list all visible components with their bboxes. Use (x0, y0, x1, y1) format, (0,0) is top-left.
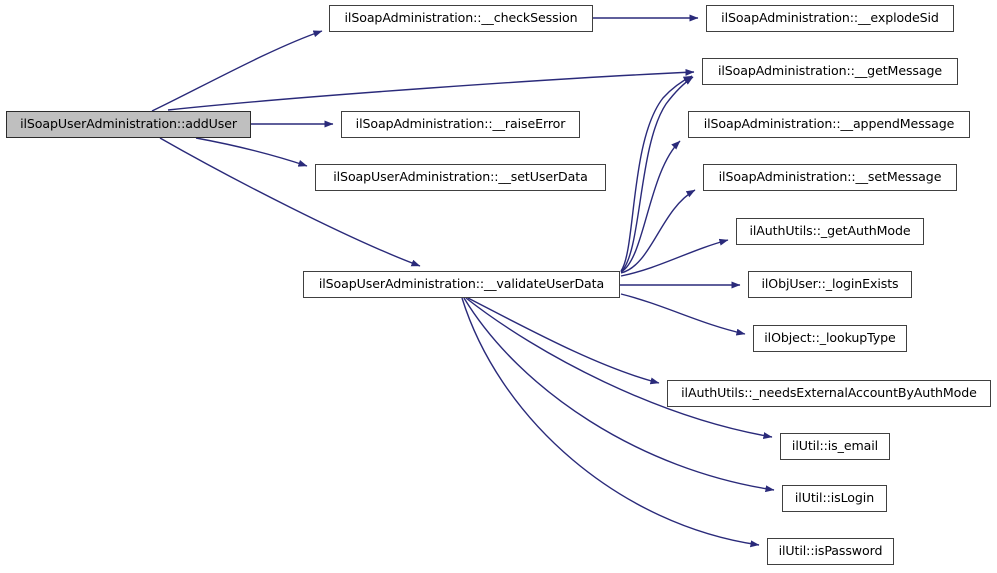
graph-edge-addUser-to-getMessage (167, 68, 695, 111)
graph-edge-validateUserData-to-isPassword (461, 297, 760, 548)
graph-node-getAuthMode[interactable]: ilAuthUtils::_getAuthMode (736, 218, 924, 245)
graph-node-label: ilSoapAdministration::__checkSession (344, 10, 578, 26)
graph-node-label: ilAuthUtils::_getAuthMode (749, 223, 911, 239)
graph-node-label: ilSoapUserAdministration::__setUserData (333, 169, 588, 185)
graph-node-label: ilSoapAdministration::__getMessage (717, 63, 943, 79)
graph-edge-validateUserData-to-setMessage (620, 189, 696, 274)
graph-node-appendMessage[interactable]: ilSoapAdministration::__appendMessage (688, 111, 970, 138)
graph-node-checkSession[interactable]: ilSoapAdministration::__checkSession (329, 5, 593, 32)
graph-edge-validateUserData-to-isEmail (465, 297, 773, 440)
graph-edge-validateUserData-to-getMessage (620, 76, 694, 273)
graph-node-label: ilSoapAdministration::__appendMessage (703, 116, 955, 132)
graph-edge-addUser-to-setUserData (195, 137, 308, 167)
graph-node-label: ilSoapAdministration::__raiseError (355, 116, 566, 132)
graph-node-label: ilUtil::isLogin (794, 490, 875, 506)
graph-edge-addUser-to-validateUserData (159, 137, 421, 267)
graph-node-setMessage[interactable]: ilSoapAdministration::__setMessage (703, 164, 957, 191)
graph-node-isPassword[interactable]: ilUtil::isPassword (767, 538, 894, 565)
graph-node-needsExternalAccountByAuthMode[interactable]: ilAuthUtils::_needsExternalAccountByAuth… (667, 380, 991, 407)
graph-node-isLogin[interactable]: ilUtil::isLogin (782, 485, 887, 512)
graph-edge-validateUserData-to-isLogin (463, 297, 775, 493)
graph-node-getMessage[interactable]: ilSoapAdministration::__getMessage (702, 58, 958, 85)
graph-node-label: ilObjUser::_loginExists (761, 276, 899, 292)
graph-node-label: ilSoapUserAdministration::addUser (20, 116, 237, 132)
graph-node-explodeSid[interactable]: ilSoapAdministration::__explodeSid (706, 5, 954, 32)
graph-node-raiseError[interactable]: ilSoapAdministration::__raiseError (341, 111, 580, 138)
graph-edge-validateUserData-to-lookupType (620, 293, 746, 336)
graph-edge-validateUserData-to-appendMessage (620, 140, 681, 273)
graph-node-label: ilUtil::isPassword (778, 543, 883, 559)
graph-node-label: ilObject::_lookupType (764, 330, 896, 346)
graph-edge-addUser-to-checkSession (151, 30, 323, 112)
graph-node-isEmail[interactable]: ilUtil::is_email (780, 433, 890, 460)
graph-edges (151, 14, 775, 548)
graph-node-label: ilAuthUtils::_needsExternalAccountByAuth… (681, 385, 977, 401)
graph-node-addUser[interactable]: ilSoapUserAdministration::addUser (6, 111, 251, 138)
graph-edge-validateUserData-to-getMessage (620, 75, 693, 272)
graph-edge-validateUserData-to-needsExternalAccountByAuthMode (467, 297, 660, 385)
graph-node-setUserData[interactable]: ilSoapUserAdministration::__setUserData (315, 164, 606, 191)
graph-node-loginExists[interactable]: ilObjUser::_loginExists (748, 271, 912, 298)
graph-node-label: ilSoapUserAdministration::__validateUser… (318, 276, 605, 292)
graph-node-label: ilUtil::is_email (791, 438, 879, 454)
graph-node-label: ilSoapAdministration::__explodeSid (721, 10, 939, 26)
graph-edge-validateUserData-to-getAuthMode (620, 238, 729, 277)
graph-node-lookupType[interactable]: ilObject::_lookupType (753, 325, 907, 352)
graph-node-validateUserData[interactable]: ilSoapUserAdministration::__validateUser… (303, 271, 620, 298)
graph-node-label: ilSoapAdministration::__setMessage (718, 169, 942, 185)
